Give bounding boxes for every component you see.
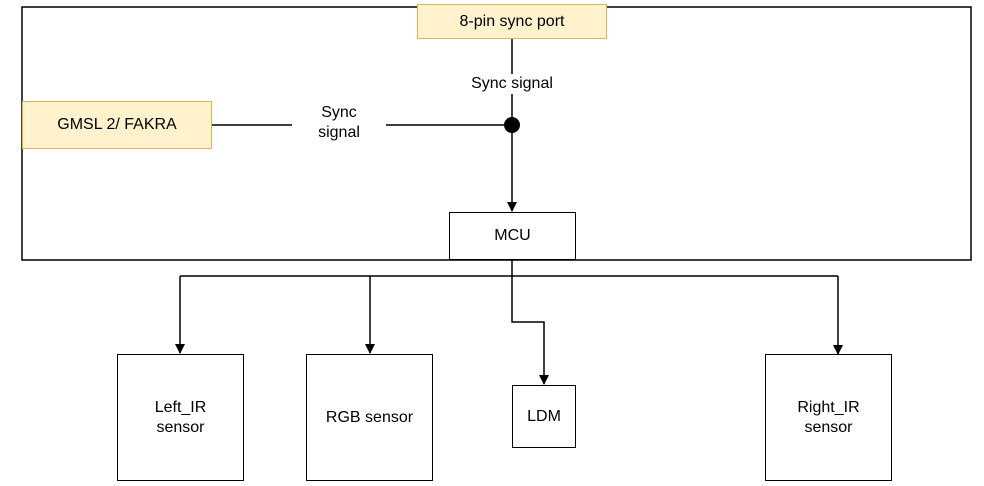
right-ir-sensor-label: Right_IR sensor — [797, 398, 860, 436]
left-ir-sensor-label: Left_IR sensor — [154, 398, 207, 436]
rgb-sensor-label: RGB sensor — [325, 408, 414, 426]
sync-port-box: 8-pin sync port — [417, 4, 607, 39]
arrow-to-ldm — [511, 276, 549, 385]
left-ir-sensor-box: Left_IR sensor — [117, 354, 244, 481]
ldm-box: LDM — [512, 385, 576, 448]
mcu-label: MCU — [494, 227, 531, 244]
right-ir-sensor-box: Right_IR sensor — [765, 354, 892, 481]
sync-port-label: 8-pin sync port — [459, 12, 565, 30]
gmsl-port-box: GMSL 2/ FAKRA — [22, 101, 212, 149]
sync-signal-label-vertical: Sync signal — [462, 74, 562, 94]
sync-signal-label-horizontal: Sync signal — [292, 103, 386, 143]
rgb-sensor-box: RGB sensor — [306, 354, 433, 481]
ldm-label: LDM — [527, 407, 561, 425]
mcu-box: MCU — [449, 212, 576, 260]
gmsl-port-label: GMSL 2/ FAKRA — [57, 116, 177, 133]
